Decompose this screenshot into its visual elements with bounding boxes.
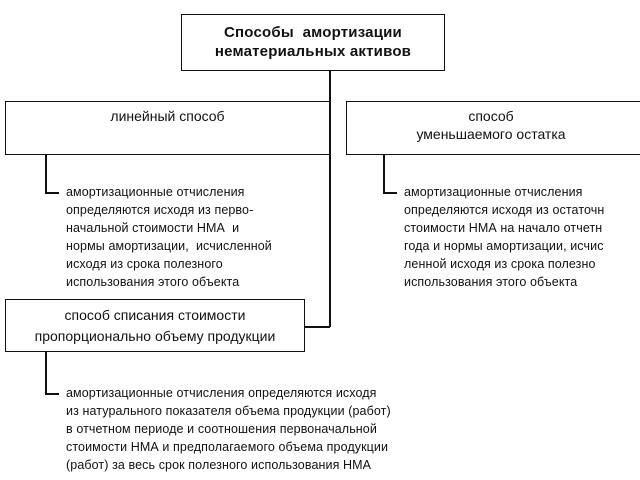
proportional-method-box: способ списания стоимости пропорциональн… <box>5 299 305 352</box>
bracket-reducing-vertical <box>383 155 385 193</box>
bracket-linear-horizontal <box>45 192 59 194</box>
diagram-title: Способы амортизации нематериальных актив… <box>214 23 412 60</box>
connector-to-proportional <box>305 326 330 328</box>
bracket-linear-vertical <box>45 155 47 193</box>
linear-method-description: амортизационные отчисления определяются … <box>66 185 272 289</box>
reducing-balance-method-description: амортизационные отчисления определяются … <box>404 185 605 289</box>
bracket-proportional-horizontal <box>45 393 59 395</box>
reducing-balance-method-label: способ уменьшаемого остатка <box>416 108 566 142</box>
connector-title-trunk <box>329 71 331 327</box>
bracket-reducing-horizontal <box>383 192 397 194</box>
bracket-proportional-vertical <box>45 352 47 394</box>
proportional-method-description: амортизационные отчисления определяются … <box>66 386 391 472</box>
reducing-balance-method-box: способ уменьшаемого остатка <box>346 101 640 155</box>
linear-method-label: линейный способ <box>110 108 225 124</box>
diagram-title-box: Способы амортизации нематериальных актив… <box>181 14 445 71</box>
linear-method-box: линейный способ <box>5 101 330 155</box>
proportional-method-label: способ списания стоимости пропорциональн… <box>34 306 276 344</box>
